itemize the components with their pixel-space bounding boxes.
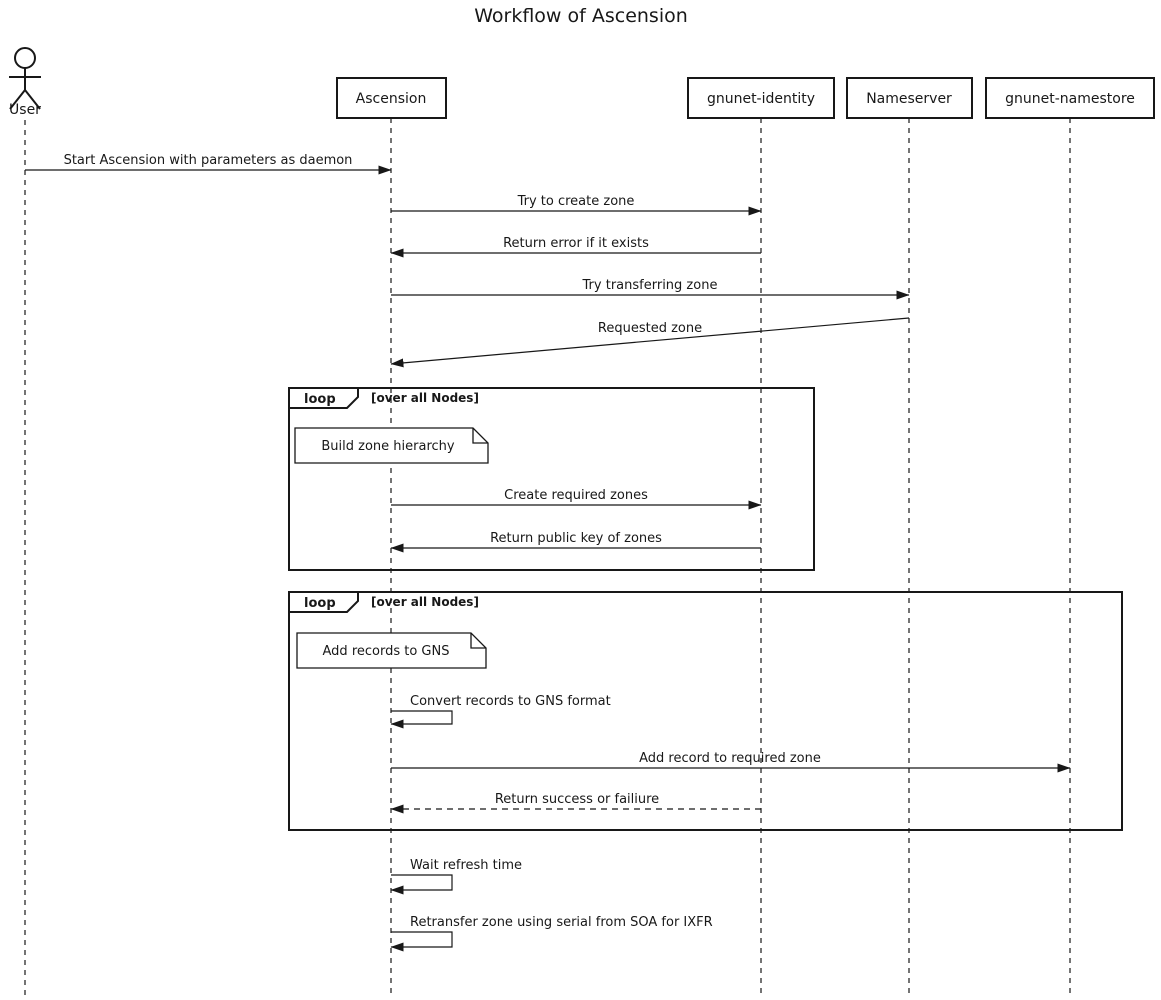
message-create-required-zones: Create required zones — [391, 488, 762, 510]
message-add-record: Add record to required zone — [391, 751, 1071, 773]
message-return-public-key: Return public key of zones — [390, 531, 761, 553]
loop-frame-1-condition: [over all Nodes] — [371, 391, 479, 405]
message-wait-refresh-label: Wait refresh time — [410, 858, 522, 873]
loop-frame-2: loop [over all Nodes] — [288, 591, 1123, 831]
note-build-zone-hierarchy: Build zone hierarchy — [294, 427, 489, 464]
participant-gnunet-identity: gnunet-identity — [687, 77, 835, 119]
message-wait-refresh-arrow — [390, 874, 453, 895]
message-return-public-key-label: Return public key of zones — [490, 531, 662, 546]
participant-nameserver-box — [846, 77, 973, 119]
participant-nameserver: Nameserver — [846, 77, 973, 119]
note-add-records-to-gns-label: Add records to GNS — [323, 644, 450, 659]
participant-user: User — [9, 47, 41, 118]
message-requested-zone-arrow — [390, 317, 910, 368]
loop-frame-1-tab — [288, 387, 359, 409]
message-requested-zone-label: Requested zone — [598, 321, 702, 336]
diagram-title: Workflow of Ascension — [474, 5, 688, 27]
actor-leg-left — [9, 89, 26, 110]
actor-leg-right — [24, 89, 41, 110]
loop-frame-2-condition: [over all Nodes] — [371, 595, 479, 609]
participant-nameserver-label: Nameserver — [866, 91, 952, 107]
note-add-records-to-gns-shape — [296, 632, 487, 669]
message-retransfer-zone: Retransfer zone using serial from SOA fo… — [390, 915, 713, 952]
message-return-success: Return success or failiure — [390, 792, 761, 814]
note-fold-icon — [470, 633, 486, 649]
loop-frame-1-label: loop — [304, 392, 336, 407]
message-start-ascension: Start Ascension with parameters as daemo… — [25, 153, 392, 175]
participant-gnunet-identity-label: gnunet-identity — [707, 91, 815, 107]
loop-frame-2-label: loop — [304, 596, 336, 611]
message-create-required-zones-label: Create required zones — [504, 488, 648, 503]
message-convert-records-label: Convert records to GNS format — [410, 694, 611, 709]
message-retransfer-zone-arrow — [390, 931, 453, 952]
message-start-ascension-label: Start Ascension with parameters as daemo… — [64, 153, 353, 168]
message-add-record-label: Add record to required zone — [639, 751, 821, 766]
participant-gnunet-namestore-label: gnunet-namestore — [1005, 91, 1135, 107]
note-add-records-to-gns: Add records to GNS — [296, 632, 487, 669]
loop-frame-1: loop [over all Nodes] — [288, 387, 815, 571]
loop-frame-1-border — [288, 387, 815, 571]
lifelines — [24, 118, 1071, 996]
note-build-zone-hierarchy-label: Build zone hierarchy — [321, 439, 455, 454]
message-convert-records-arrow — [390, 710, 453, 729]
actor-head — [14, 47, 36, 69]
message-requested-zone: Requested zone — [390, 317, 910, 368]
participant-ascension-box — [336, 77, 447, 119]
message-retransfer-zone-label: Retransfer zone using serial from SOA fo… — [410, 915, 713, 930]
message-wait-refresh: Wait refresh time — [390, 858, 522, 895]
message-return-error-label: Return error if it exists — [503, 236, 649, 251]
message-return-success-label: Return success or failiure — [495, 792, 659, 807]
note-fold-icon — [472, 428, 488, 444]
participant-gnunet-namestore-box — [985, 77, 1155, 119]
note-build-zone-hierarchy-shape — [294, 427, 489, 464]
participant-gnunet-identity-box — [687, 77, 835, 119]
message-try-transferring-zone-label: Try transferring zone — [582, 278, 718, 293]
participant-gnunet-namestore: gnunet-namestore — [985, 77, 1155, 119]
user-actor-icon — [9, 47, 41, 110]
message-try-create-zone: Try to create zone — [391, 194, 762, 216]
loop-frame-2-tab — [288, 591, 359, 613]
loop-frame-2-border — [288, 591, 1123, 831]
message-convert-records: Convert records to GNS format — [390, 694, 611, 729]
participant-ascension: Ascension — [336, 77, 447, 119]
message-return-error: Return error if it exists — [390, 236, 761, 258]
message-try-transferring-zone: Try transferring zone — [391, 278, 910, 300]
participant-ascension-label: Ascension — [356, 91, 427, 107]
participant-user-label: User — [9, 102, 41, 118]
message-try-create-zone-label: Try to create zone — [517, 194, 635, 209]
